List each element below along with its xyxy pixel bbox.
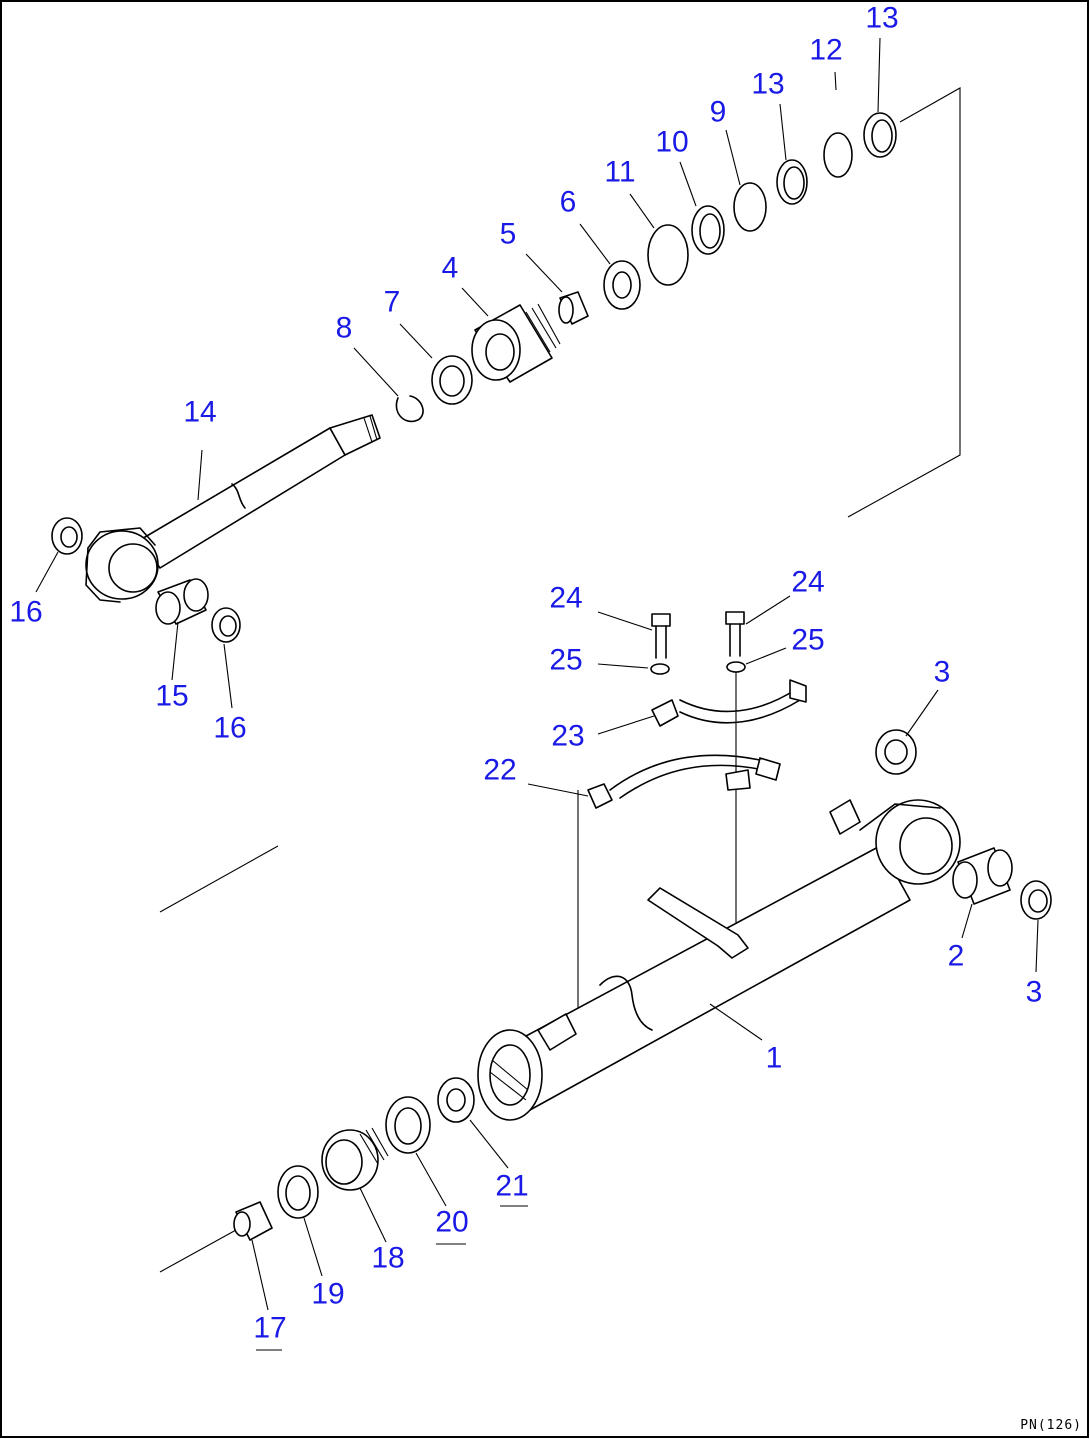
callout-22: 22 (483, 754, 516, 787)
callout-7: 7 (384, 286, 401, 319)
callout-13-top: 13 (865, 2, 898, 35)
callout-24-right: 24 (791, 566, 824, 599)
callout-11: 11 (604, 156, 635, 189)
callout-3-upper: 3 (934, 656, 951, 689)
callout-4: 4 (442, 252, 459, 285)
callout-1: 1 (766, 1042, 783, 1075)
callout-8: 8 (336, 312, 353, 345)
callout-labels: 13 12 13 9 10 11 6 5 4 7 8 14 16 15 16 2… (9, 2, 1042, 1345)
callout-15: 15 (155, 680, 188, 713)
piston-rod-assembly (51, 112, 897, 643)
callout-19: 19 (311, 1278, 344, 1311)
callout-24-left: 24 (549, 582, 582, 615)
callout-12: 12 (809, 34, 842, 67)
explosion-lines (159, 87, 961, 1273)
callout-21: 21 (495, 1170, 528, 1203)
callout-16-right: 16 (213, 712, 246, 745)
cylinder-assembly (233, 729, 1052, 1241)
callout-2: 2 (948, 940, 965, 973)
callout-17: 17 (253, 1312, 286, 1345)
callout-25-left: 25 (549, 644, 582, 677)
callout-14: 14 (183, 396, 216, 429)
callout-23: 23 (551, 720, 584, 753)
drawing-code: PN(126) (1020, 1418, 1082, 1433)
callout-3-lower: 3 (1026, 976, 1043, 1009)
callout-18: 18 (371, 1242, 404, 1275)
hose-assembly (587, 611, 807, 809)
callout-9: 9 (710, 96, 727, 129)
callout-16-left: 16 (9, 596, 42, 629)
leader-lines (35, 37, 1039, 1351)
callout-6: 6 (560, 186, 577, 219)
callout-5: 5 (500, 218, 517, 251)
callout-13-mid: 13 (751, 68, 784, 101)
callout-10: 10 (655, 126, 688, 159)
callout-20: 20 (435, 1206, 468, 1239)
callout-25-right: 25 (791, 624, 824, 657)
